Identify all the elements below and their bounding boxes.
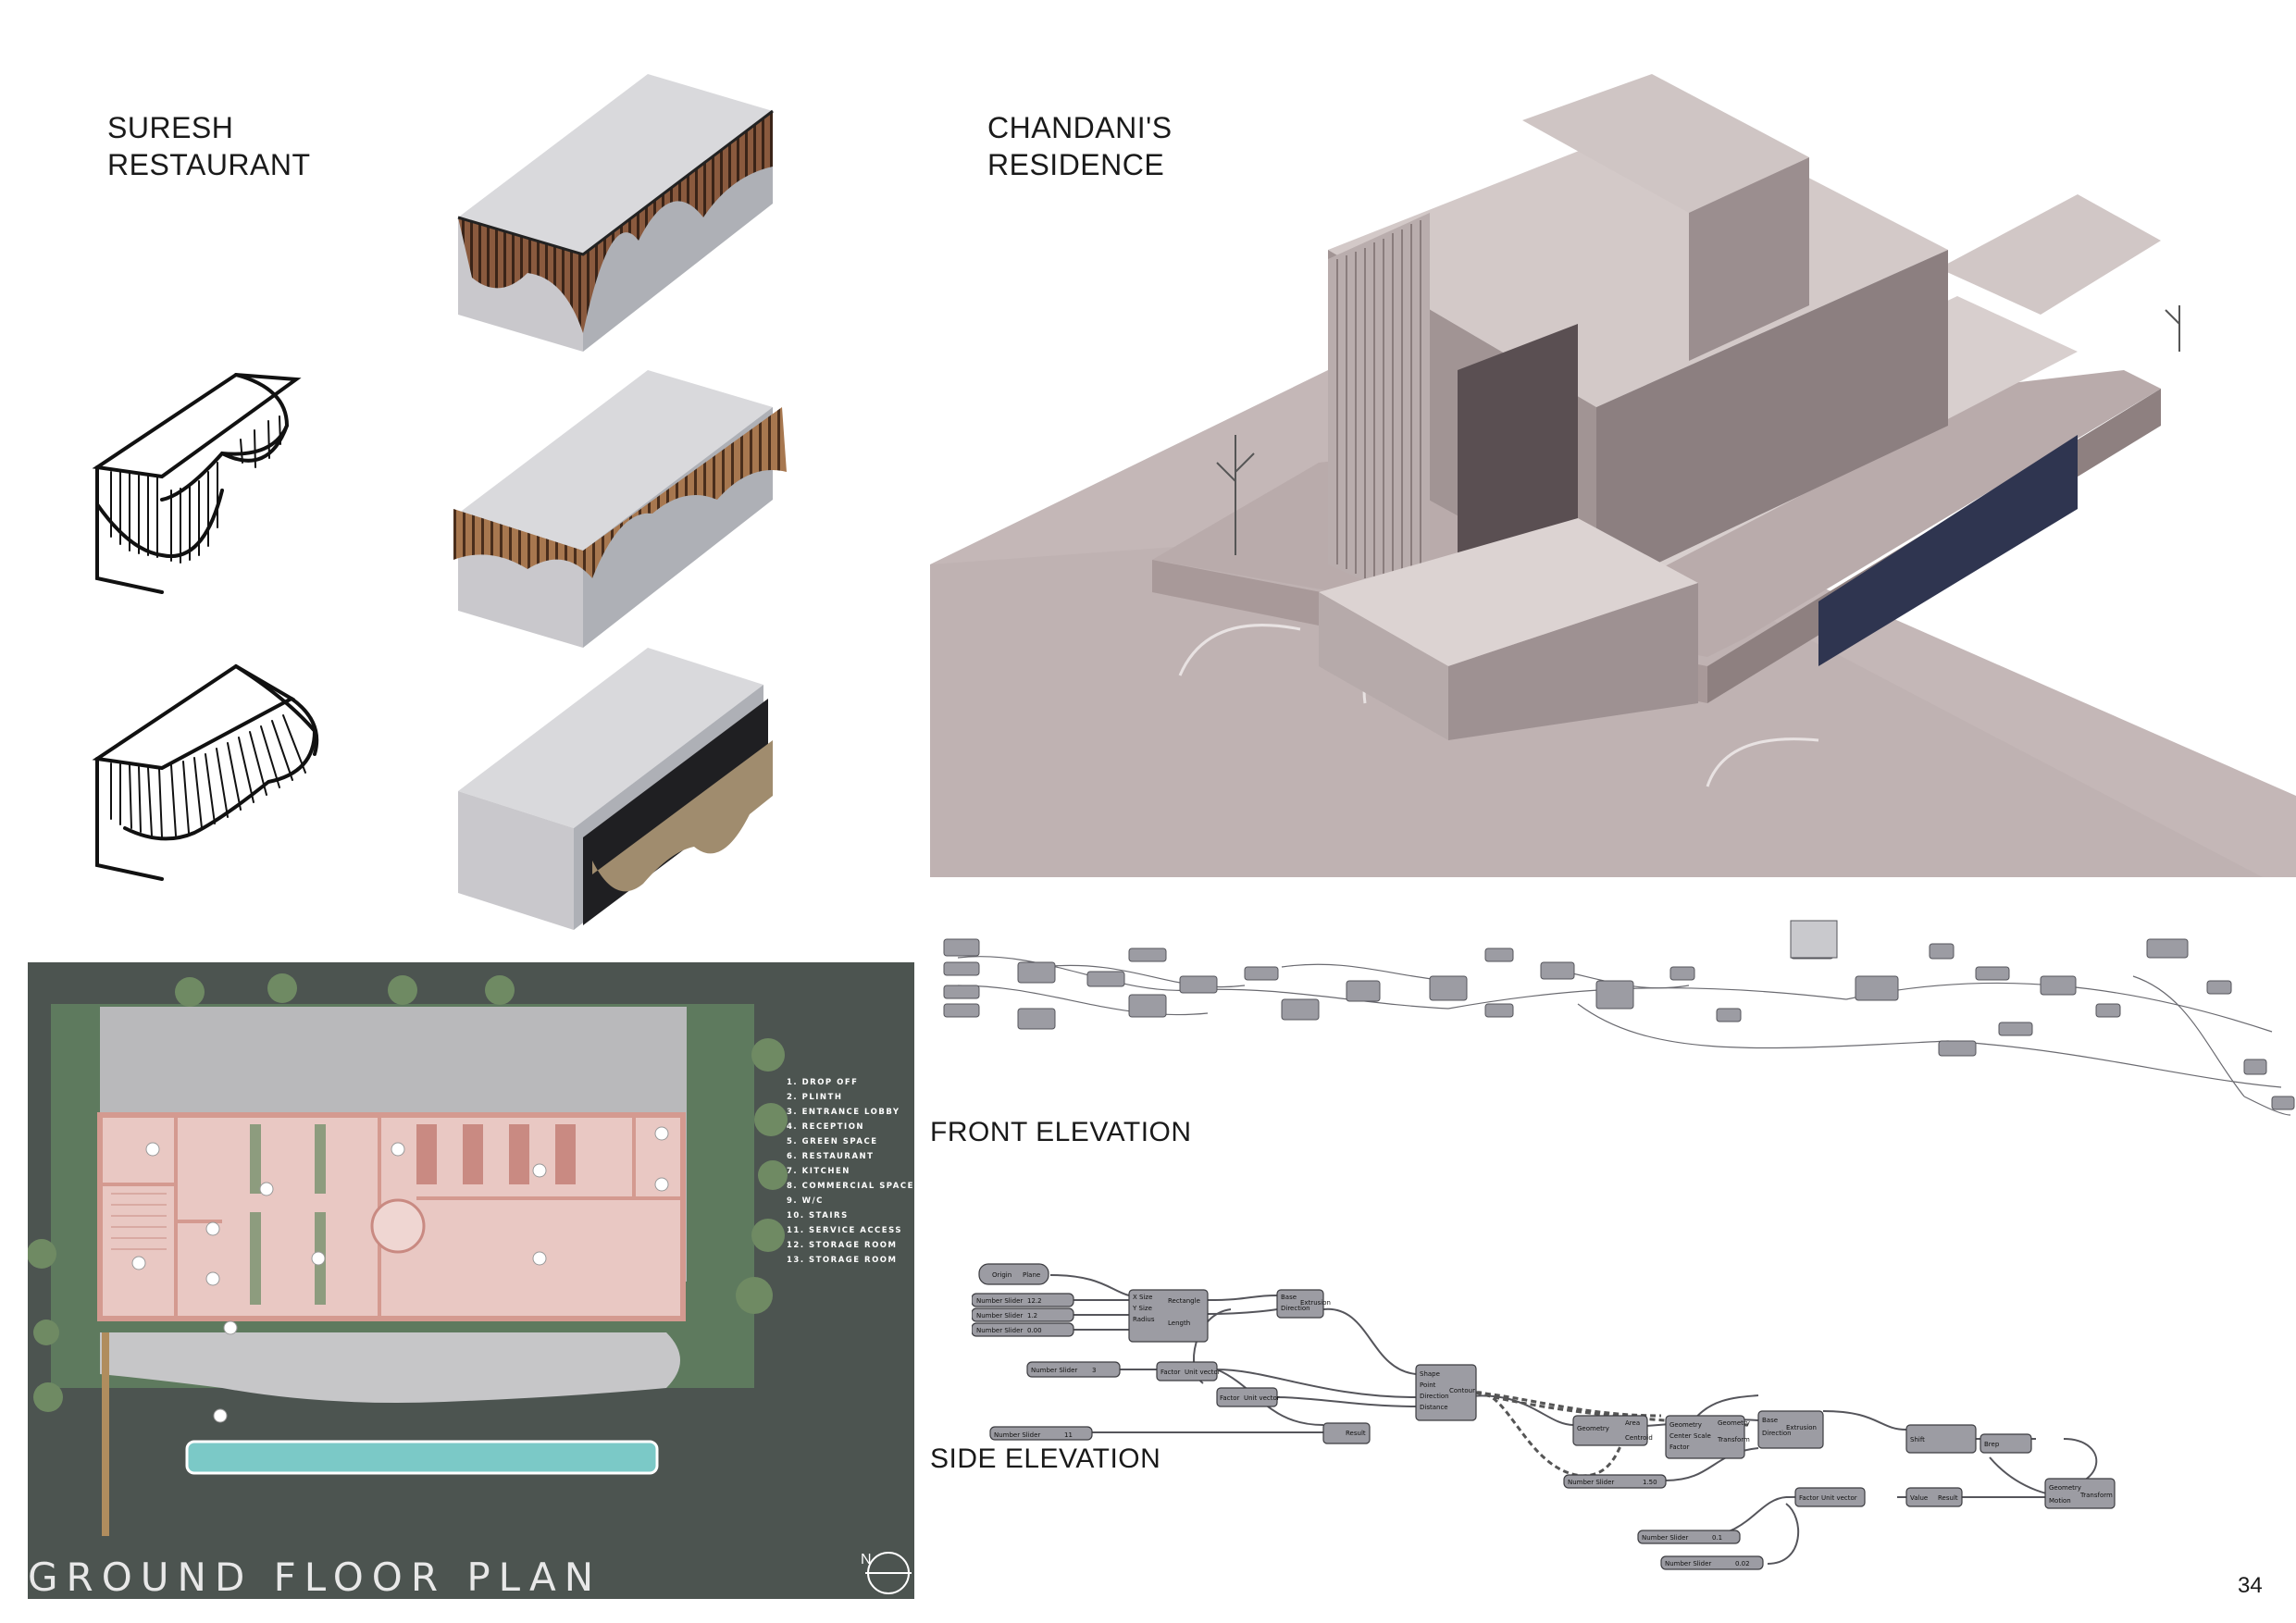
ground-floor-plan: 1. DROP OFF 2. PLINTH 3. ENTRANCE LOBBY …	[28, 962, 914, 1599]
gh-node-label: Contour	[1449, 1387, 1475, 1394]
gh-node-label: Shift	[1910, 1436, 1925, 1443]
gh-node-label: Transform	[2079, 1492, 2113, 1499]
gh-node-label: Factor	[1160, 1369, 1181, 1376]
gh-slider-value: 0.02	[1735, 1560, 1750, 1567]
gh-slider-value: 0.00	[1027, 1327, 1042, 1334]
gh-node-label: Factor	[1669, 1443, 1690, 1451]
restaurant-renders	[453, 74, 787, 930]
render-option-3	[458, 648, 773, 930]
gh-node-label: Radius	[1133, 1316, 1155, 1323]
gh-node-label: Unit vector	[1821, 1494, 1857, 1502]
gh-node-label: Number Slider	[976, 1297, 1023, 1305]
gh-node-label: X Size	[1133, 1294, 1152, 1301]
gh-node-label: Length	[1168, 1319, 1190, 1327]
gh-node-label: Extrusion	[1786, 1424, 1817, 1431]
gh-node-label: Extrusion	[1300, 1299, 1331, 1307]
gh-node-label: Center	[1669, 1432, 1692, 1440]
render-option-2	[453, 370, 787, 648]
render-option-1	[457, 74, 774, 352]
residence-title: CHANDANI'S RESIDENCE	[987, 109, 1173, 183]
gh-node-label: Geometry	[2049, 1484, 2081, 1492]
plan-title: GROUND FLOOR PLAN	[28, 1555, 602, 1599]
gh-node-label: Result	[1346, 1430, 1366, 1437]
gh-node-label: Plane	[1023, 1271, 1040, 1279]
sketch-2	[92, 663, 319, 881]
gh-node-label: Direction	[1281, 1305, 1310, 1312]
gh-node-label: Number Slider	[1568, 1479, 1614, 1486]
gh-node-label: Number Slider	[1665, 1560, 1711, 1567]
gh-slider-value: 1.2	[1027, 1312, 1037, 1319]
residence-title-line1: CHANDANI'S	[987, 111, 1173, 144]
gh-node-label: Factor	[1799, 1494, 1819, 1502]
sketch-1	[92, 372, 302, 594]
gh-node-label: Geometry	[1577, 1425, 1609, 1432]
page-number: 34	[2238, 1573, 2263, 1598]
legend-item: 9. W/C	[787, 1196, 824, 1206]
gh-slider-value: 3	[1092, 1367, 1096, 1374]
legend-item: 5. GREEN SPACE	[787, 1137, 878, 1146]
gh-node-label: Y Size	[1132, 1305, 1152, 1312]
residence-render-panel	[930, 0, 2296, 877]
restaurant-title-line1: SURESH	[107, 111, 234, 144]
gh-node-label: Unit vector	[1185, 1369, 1221, 1376]
legend-item: 2. PLINTH	[787, 1093, 843, 1102]
gh-node-label: Centroid	[1625, 1434, 1653, 1442]
plan-legend: 1. DROP OFF 2. PLINTH 3. ENTRANCE LOBBY …	[787, 1075, 914, 1268]
gh-slider-value: 0.1	[1712, 1534, 1722, 1542]
gh-node-label: Transform	[1717, 1436, 1750, 1443]
gh-node-label: Point	[1420, 1381, 1436, 1389]
gh-node-label: Number Slider	[1031, 1367, 1077, 1374]
legend-item: 10. STAIRS	[787, 1211, 849, 1220]
restaurant-title: SURESH RESTAURANT	[107, 109, 311, 183]
gh-node-label: Number Slider	[1642, 1534, 1688, 1542]
gh-node-label: Area	[1625, 1419, 1640, 1427]
gh-node-label: Direction	[1762, 1430, 1792, 1437]
legend-item: 13. STORAGE ROOM	[787, 1256, 898, 1265]
gh-node-label: Shape	[1420, 1370, 1440, 1378]
gh-slider-value: 12.2	[1027, 1297, 1042, 1305]
legend-item: 12. STORAGE ROOM	[787, 1241, 898, 1250]
gh-node-label: Base	[1762, 1417, 1778, 1424]
gh-node-label: Distance	[1420, 1404, 1448, 1411]
legend-item: 1. DROP OFF	[787, 1078, 859, 1087]
front-elevation-graph	[943, 920, 2295, 1116]
gh-node-label: Geometry	[1669, 1421, 1702, 1429]
front-elevation-label: FRONT ELEVATION	[930, 1117, 1192, 1147]
restaurant-sketches	[92, 372, 319, 881]
legend-item: 8. COMMERCIAL SPACE	[787, 1182, 914, 1191]
gh-node-label: Result	[1938, 1494, 1958, 1502]
legend-item: 4. RECEPTION	[787, 1122, 865, 1132]
gh-node-label: Value	[1910, 1494, 1928, 1502]
gh-node-label: Base	[1281, 1294, 1297, 1301]
legend-item: 7. KITCHEN	[787, 1167, 850, 1176]
legend-item: 11. SERVICE ACCESS	[787, 1226, 902, 1235]
north-label: N	[861, 1552, 872, 1567]
gh-node-label: Geometry	[1718, 1419, 1750, 1427]
residence-title-line2: RESIDENCE	[987, 148, 1165, 181]
gh-node-label: Number Slider	[976, 1327, 1023, 1334]
gh-slider-value: 1.50	[1643, 1479, 1657, 1486]
gh-node-label: Scale	[1694, 1432, 1711, 1440]
legend-item: 3. ENTRANCE LOBBY	[787, 1108, 900, 1117]
gh-node-label: Factor	[1220, 1394, 1240, 1402]
gh-node-label: Number Slider	[976, 1312, 1023, 1319]
gh-node-label: Motion	[2049, 1497, 2071, 1505]
residence-render	[930, 0, 2296, 877]
plan-drawing	[28, 973, 912, 1594]
gh-slider-value: 11	[1064, 1431, 1073, 1439]
gh-node-label: Number Slider	[994, 1431, 1040, 1439]
gh-node-label: Origin	[992, 1271, 1011, 1279]
restaurant-title-line2: RESTAURANT	[107, 148, 311, 181]
side-elevation-graph: Origin Plane Number Slider Number Slider…	[972, 1263, 2116, 1570]
legend-item: 6. RESTAURANT	[787, 1152, 875, 1161]
gh-node-label: Rectangle	[1168, 1297, 1200, 1305]
side-elevation-label: SIDE ELEVATION	[930, 1443, 1161, 1474]
gh-node-label: Direction	[1420, 1393, 1449, 1400]
gh-node-label: Brep	[1984, 1441, 2000, 1448]
gh-node-label: Unit vector	[1244, 1394, 1280, 1402]
